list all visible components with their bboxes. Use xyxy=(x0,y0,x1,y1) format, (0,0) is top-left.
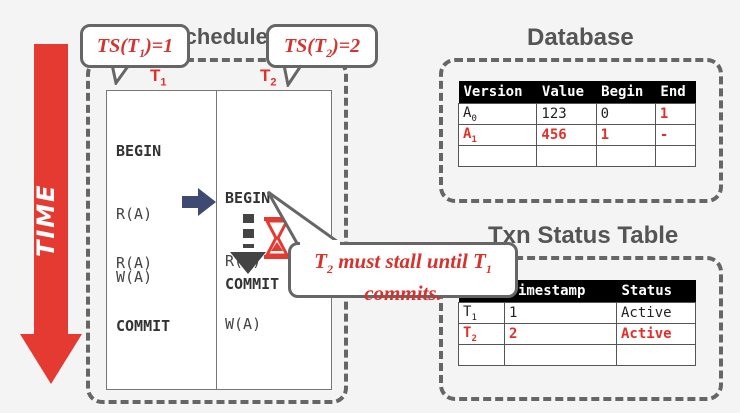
status-cell: Active xyxy=(615,323,697,345)
txn-cell: T1 xyxy=(457,302,506,324)
table-row: T1 1 Active xyxy=(457,302,697,324)
ts1-callout: TS(T1)=1 xyxy=(80,24,190,68)
stall-bubble-tail-cover xyxy=(300,240,340,248)
t1-begin: BEGIN xyxy=(116,142,162,160)
version-cell xyxy=(457,145,538,167)
stall-line-1: T2 must stall until T1 xyxy=(314,249,492,277)
txn-status-box xyxy=(439,256,723,401)
time-label: TIME xyxy=(32,183,60,257)
value-cell xyxy=(536,145,597,167)
version-cell: A0 xyxy=(457,103,538,125)
table-row: T2 2 Active xyxy=(457,323,697,345)
column-timestamp: Timestamp xyxy=(504,280,617,303)
end-cell xyxy=(654,145,697,167)
txn-cell: T2 xyxy=(457,323,506,345)
current-operation-arrow xyxy=(182,188,216,216)
stall-callout: T2 must stall until T1 commits. xyxy=(288,242,518,305)
column-divider xyxy=(216,91,217,389)
column-end: End xyxy=(655,81,696,104)
end-cell: - xyxy=(654,124,697,146)
end-cell: 1 xyxy=(654,103,697,125)
database-box xyxy=(439,58,723,203)
t2-write-a: W(A) xyxy=(225,315,262,333)
column-value: Value xyxy=(536,81,597,104)
value-cell: 456 xyxy=(536,124,597,146)
database-header-row: Version Value Begin End xyxy=(458,81,696,104)
column-version: Version xyxy=(458,81,537,104)
table-row xyxy=(457,344,697,366)
column-status: Status xyxy=(616,280,696,303)
table-row xyxy=(457,145,697,167)
time-arrow xyxy=(20,44,82,384)
status-cell: Active xyxy=(615,302,697,324)
stall-line-2: commits. xyxy=(364,281,442,306)
column-begin: Begin xyxy=(596,81,656,104)
stall-down-arrow xyxy=(230,214,266,274)
t1-operations-end: R(A) COMMIT xyxy=(116,211,170,358)
begin-cell: 1 xyxy=(595,124,656,146)
timestamp-cell xyxy=(504,344,617,366)
t1-read-a-2: R(A) xyxy=(116,254,153,272)
txn-status-table: Txn Timestamp Status T1 1 Active T2 2 Ac… xyxy=(457,280,697,366)
begin-cell xyxy=(595,145,656,167)
t1-read-a: R(A) xyxy=(116,205,153,223)
table-row: A0 123 0 1 xyxy=(457,103,697,125)
begin-cell: 0 xyxy=(595,103,656,125)
table-row: A1 456 1 - xyxy=(457,124,697,146)
database-heading: Database xyxy=(527,24,634,51)
schedule-box xyxy=(86,58,348,404)
ts2-bubble-tail-cover xyxy=(279,55,305,65)
t1-operations-start: BEGIN R(A) W(A) xyxy=(116,99,161,309)
timestamp-cell: 2 xyxy=(504,323,617,345)
status-cell xyxy=(615,344,697,366)
t1-write-a: W(A) xyxy=(116,268,153,286)
ts1-bubble-tail-cover xyxy=(109,55,133,65)
t1-commit: COMMIT xyxy=(116,317,171,335)
value-cell: 123 xyxy=(536,103,597,125)
t2-column-label: T2 xyxy=(260,66,277,89)
t1-column-label: T1 xyxy=(150,66,167,89)
database-table: Version Value Begin End A0 123 0 1 A1 45… xyxy=(457,81,697,167)
timestamp-cell: 1 xyxy=(504,302,617,324)
version-cell: A1 xyxy=(457,124,538,146)
t2-commit: COMMIT xyxy=(225,275,280,293)
txn-cell xyxy=(457,344,506,366)
t2-begin: BEGIN xyxy=(225,189,271,207)
txn-status-heading: Txn Status Table xyxy=(488,222,679,249)
